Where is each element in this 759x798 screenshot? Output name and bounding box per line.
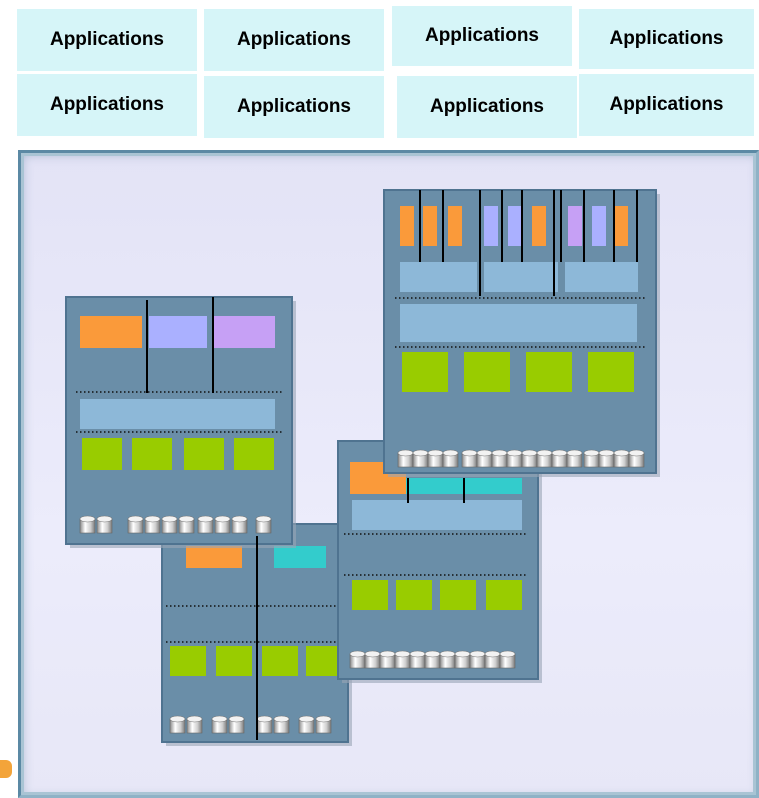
- server-2-disk-16-top: [628, 449, 645, 457]
- server-1-disk-10-top: [255, 515, 272, 523]
- server-1-disk-3-top: [127, 515, 144, 523]
- server-1-partition-bar: [80, 399, 275, 429]
- server-3-green-module-4: [486, 580, 522, 610]
- server-2-disk-3-top: [427, 449, 444, 457]
- server-2-green-module-1: [402, 352, 448, 392]
- frame-corner-decoration: [0, 760, 12, 778]
- applications-tile-7: Applications: [397, 76, 577, 138]
- applications-tile-3: Applications: [392, 6, 572, 66]
- server-2-partition-bar-wide: [400, 304, 637, 342]
- server-3-green-module-1: [352, 580, 388, 610]
- server-4-green-module-1: [170, 646, 206, 676]
- applications-tile-4: Applications: [579, 9, 754, 69]
- server-2-partition-bar-2: [484, 262, 558, 292]
- applications-tile-1: Applications: [17, 9, 197, 71]
- server-3-disk-11-top: [499, 650, 516, 658]
- applications-tile-6: Applications: [204, 76, 384, 138]
- server-1-violet-partition: [214, 316, 275, 348]
- server-2-green-module-4: [588, 352, 634, 392]
- server-2-cpu-partition-5: [508, 206, 522, 246]
- server-3-disk-7-top: [439, 650, 456, 658]
- server-3-green-module-3: [440, 580, 476, 610]
- server-2-disk-14-top: [598, 449, 615, 457]
- applications-tile-5: Applications: [17, 74, 197, 136]
- server-3-disk-10-top: [484, 650, 501, 658]
- server-2-green-module-2: [464, 352, 510, 392]
- server-1-green-module-4: [234, 438, 274, 470]
- server-2-cpu-partition-3: [448, 206, 462, 246]
- server-2-disk-4-top: [442, 449, 459, 457]
- server-2-disk-7-top: [491, 449, 508, 457]
- server-2-disk-13-top: [583, 449, 600, 457]
- server-4-green-module-3: [262, 646, 298, 676]
- server-3-disk-5-top: [409, 650, 426, 658]
- server-4-teal-partition: [274, 546, 326, 568]
- server-4-green-module-4: [306, 646, 342, 676]
- server-2-partition-bar-1: [400, 262, 477, 292]
- server-4-disk-1-top: [169, 715, 186, 723]
- server-1-disk-7-top: [197, 515, 214, 523]
- server-1-disk-4-top: [144, 515, 161, 523]
- applications-tile-8: Applications: [579, 74, 754, 136]
- server-4-disk-2-top: [186, 715, 203, 723]
- server-3-green-module-2: [396, 580, 432, 610]
- server-1-disk-9-top: [231, 515, 248, 523]
- server-1-green-module-1: [82, 438, 122, 470]
- server-2-disk-8-top: [506, 449, 523, 457]
- server-1-disk-6-top: [178, 515, 195, 523]
- server-2-cpu-partition-8: [592, 206, 606, 246]
- server-4-disk-3-top: [211, 715, 228, 723]
- server-3-partition-bar: [352, 500, 522, 530]
- server-1-green-module-3: [184, 438, 224, 470]
- server-4-disk-6-top: [273, 715, 290, 723]
- server-2-cpu-partition-2: [423, 206, 437, 246]
- server-2-cpu-partition-4: [484, 206, 498, 246]
- server-2-disk-2-top: [412, 449, 429, 457]
- server-1-disk-2-top: [96, 515, 113, 523]
- server-4-disk-4-top: [228, 715, 245, 723]
- server-2-cpu-partition-6: [532, 206, 546, 246]
- server-3-disk-3-top: [379, 650, 396, 658]
- server-4-disk-8-top: [315, 715, 332, 723]
- server-2-cpu-partition-1: [400, 206, 414, 246]
- server-1-disk-5-top: [161, 515, 178, 523]
- server-3-disk-1-top: [349, 650, 366, 658]
- server-4-disk-7-top: [298, 715, 315, 723]
- server-3-disk-6-top: [424, 650, 441, 658]
- server-2-disk-5-top: [461, 449, 478, 457]
- server-1-orange-partition: [80, 316, 142, 348]
- server-4-disk-5-top: [256, 715, 273, 723]
- applications-tile-2: Applications: [204, 9, 384, 71]
- server-2-disk-11-top: [551, 449, 568, 457]
- server-3-disk-8-top: [454, 650, 471, 658]
- server-4-orange-partition: [186, 546, 242, 568]
- server-4-green-module-2: [216, 646, 252, 676]
- server-3-disk-9-top: [469, 650, 486, 658]
- server-1-disk-8-top: [214, 515, 231, 523]
- server-2-disk-6-top: [476, 449, 493, 457]
- server-3-disk-4-top: [394, 650, 411, 658]
- server-3-disk-2-top: [364, 650, 381, 658]
- server-2-disk-15-top: [613, 449, 630, 457]
- server-2-disk-1-top: [397, 449, 414, 457]
- server-1-disk-1-top: [79, 515, 96, 523]
- server-2-partition-bar-3: [565, 262, 638, 292]
- server-2-cpu-partition-7: [568, 206, 582, 246]
- server-2-disk-10-top: [536, 449, 553, 457]
- server-2-disk-9-top: [521, 449, 538, 457]
- server-2-disk-12-top: [566, 449, 583, 457]
- server-2-green-module-3: [526, 352, 572, 392]
- server-1-lavender-partition: [149, 316, 207, 348]
- server-1-green-module-2: [132, 438, 172, 470]
- server-2-cpu-partition-9: [614, 206, 628, 246]
